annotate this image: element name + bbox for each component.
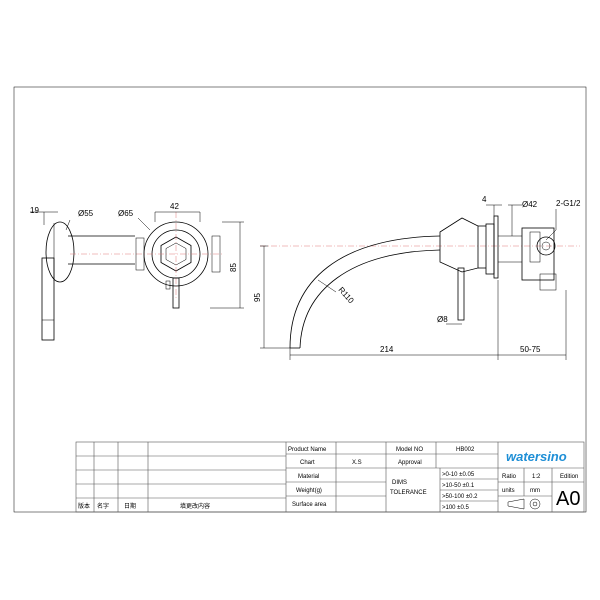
dims-label: DIMS [392,480,407,486]
front-lever [172,277,180,309]
projection-symbol-icon [507,498,541,510]
units-label: units [502,488,515,494]
chart-label: Chart [300,460,315,466]
model-no-label: Model NO [396,447,423,453]
dim-85: 85 [229,263,238,272]
dim-42: 42 [170,202,179,211]
spout-outer [289,235,441,349]
product-name-label: Product Name [288,447,327,453]
dim-r110: R110 [337,285,356,305]
wall-flange [485,223,495,275]
tolerance-row-1: >0-10 ±0.05 [442,472,475,478]
material-label: Material [298,474,319,480]
weight-label: Weight(g) [296,488,322,494]
spout-body [439,217,479,273]
units-value: mm [530,488,540,494]
rev-version-header: 版本 [78,502,90,510]
ratio-value: 1:2 [532,474,541,480]
inlet-port [536,236,556,256]
chart-value: X.S [352,460,362,466]
dim-g12: 2-G1/2 [556,199,581,208]
dim-50-75: 50-75 [520,345,541,354]
tolerance-row-2: >10-50 ±0.1 [442,483,475,489]
edition-label: Edition [560,474,578,480]
tolerance-row-3: >50-100 ±0.2 [442,494,478,500]
spout-view: R110 Ø8 95 214 50-75 4 Ø42 2-G1/2 [253,195,581,360]
dim-95: 95 [253,293,262,302]
dim-dia-42b: Ø42 [522,200,538,209]
rev-date-header: 日期 [124,502,136,510]
approval-label: Approval [398,460,422,466]
side-view-handle: 19 Ø55 [30,206,135,341]
spout-inner [299,249,441,349]
dim-214: 214 [380,345,394,354]
ratio-label: Ratio [502,474,517,480]
dim-19: 19 [30,206,39,215]
rev-content-header: 填更改内容 [180,502,210,510]
valve-body [521,227,555,281]
dim-4: 4 [482,195,487,204]
model-no-value: HB002 [456,447,475,453]
tolerance-label: TOLERANCE [390,490,427,496]
dim-dia-8: Ø8 [437,315,448,324]
edition-value: A0 [556,488,580,510]
title-block: 版本 名字 日期 填更改内容 Product Name Model NO HB0… [75,441,585,513]
dim-dia-65: Ø65 [118,209,134,218]
flange-outline [45,221,75,283]
brand-logo: watersino [506,449,567,464]
rev-name-header: 名字 [97,502,109,510]
front-view: 42 Ø65 85 [118,202,244,309]
dim-dia-55: Ø55 [78,209,94,218]
lever-side [41,257,55,341]
spout-lever [457,267,465,321]
tolerance-row-4: >100 ±0.5 [442,505,469,511]
surface-area-label: Surface area [292,502,327,508]
